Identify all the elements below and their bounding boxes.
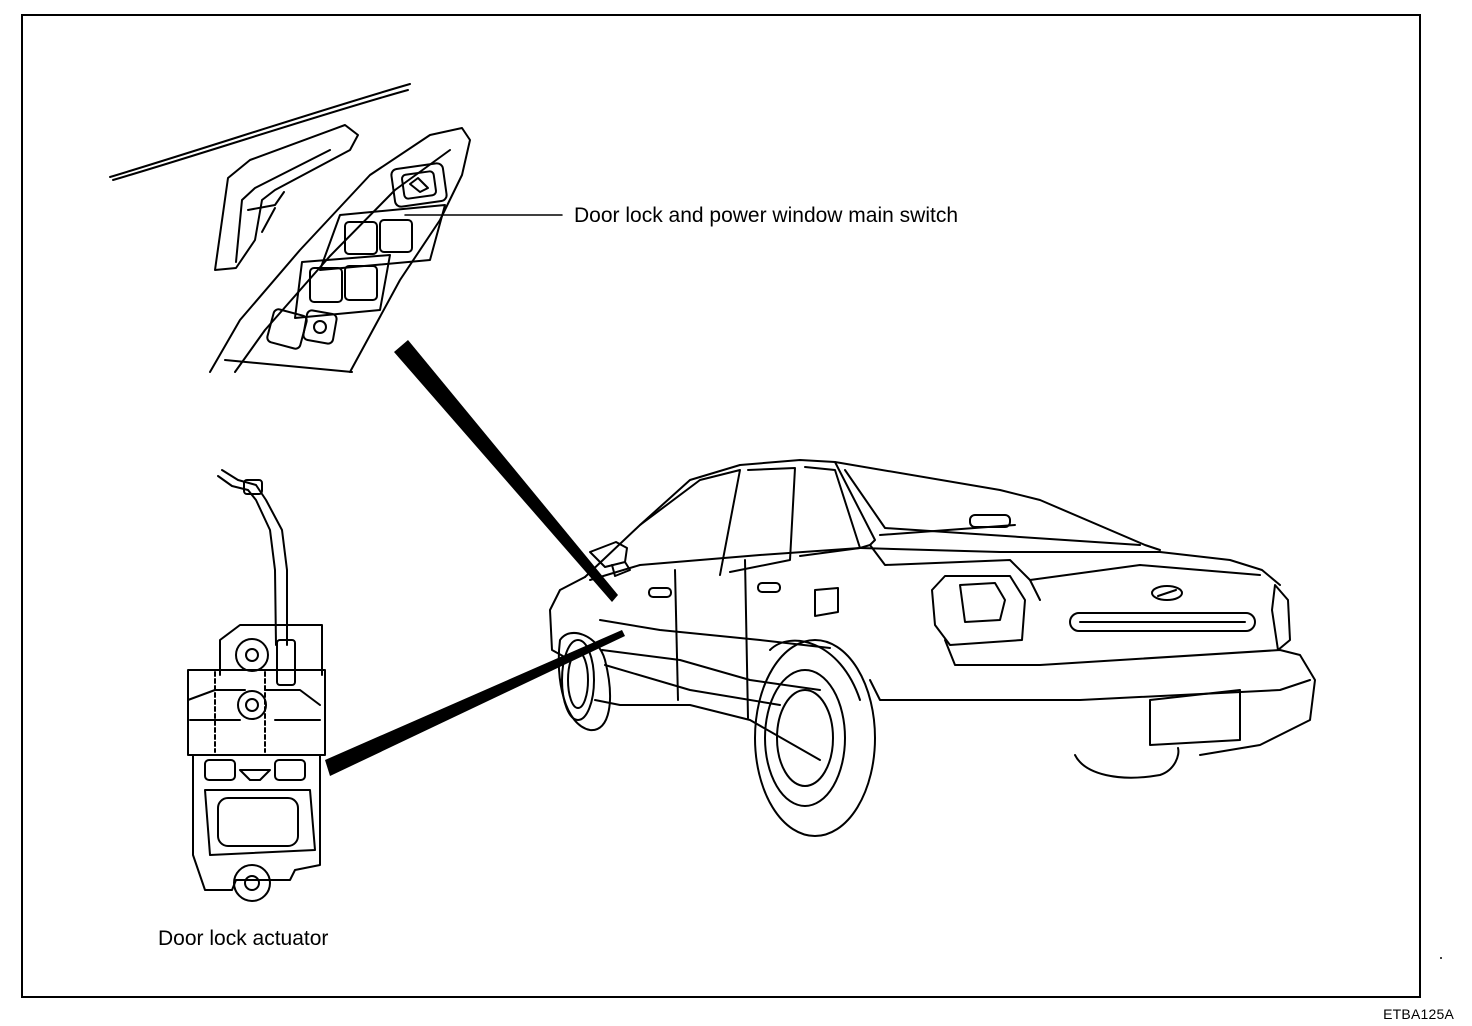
car-illustration [549, 459, 1316, 837]
pointer-lines [325, 214, 625, 776]
actuator-pointer [325, 630, 625, 776]
figure-code: ETBA125A [1383, 1006, 1454, 1022]
stray-dot [1440, 957, 1442, 959]
door-switch-panel-illustration [109, 83, 471, 373]
main-switch-label: Door lock and power window main switch [574, 204, 958, 227]
switch-pointer [394, 340, 618, 602]
figure-frame [21, 14, 1421, 998]
actuator-label: Door lock actuator [158, 927, 329, 950]
door-lock-actuator-illustration [187, 469, 326, 902]
